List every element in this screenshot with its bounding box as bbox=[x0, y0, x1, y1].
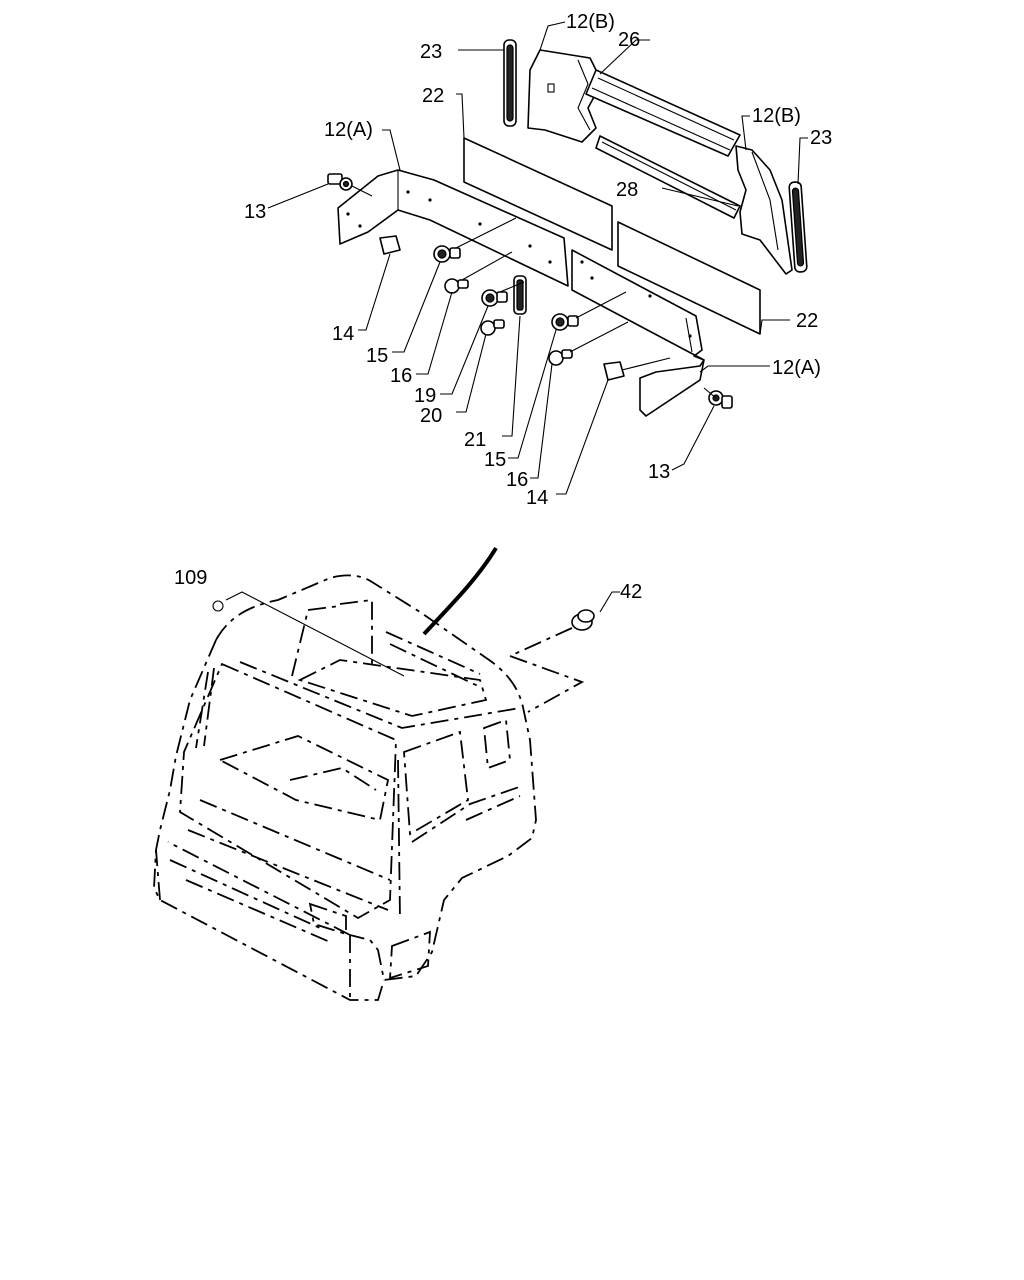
upper-deflector-panel bbox=[585, 69, 741, 157]
bolt-left bbox=[327, 173, 353, 191]
screw-center bbox=[480, 319, 505, 336]
callout-16-right: 16 bbox=[506, 469, 528, 491]
side-seal-strip-right bbox=[788, 181, 808, 273]
callout-14-right: 14 bbox=[526, 487, 548, 509]
leader-lines-upper bbox=[267, 21, 808, 495]
roof-plug-small bbox=[212, 600, 224, 612]
grommet-left bbox=[433, 245, 461, 263]
callout-14-left: 14 bbox=[332, 323, 354, 345]
callout-16-left: 16 bbox=[390, 365, 412, 387]
assembly-guide-lines bbox=[351, 185, 717, 399]
clip-left bbox=[379, 235, 401, 255]
callout-13-left: 13 bbox=[244, 201, 266, 223]
callout-28: 28 bbox=[616, 179, 638, 201]
side-bracket-a-left bbox=[337, 169, 569, 287]
side-seal-strip-left bbox=[503, 39, 517, 127]
callout-23-right: 23 bbox=[810, 127, 832, 149]
callout-23-left: 23 bbox=[420, 41, 442, 63]
grommet-right bbox=[551, 313, 579, 331]
cab-guide-lines bbox=[225, 591, 620, 713]
callout-42: 42 bbox=[620, 581, 642, 603]
callout-21: 21 bbox=[464, 429, 486, 451]
callout-12b-right: 12(B) bbox=[752, 105, 801, 127]
cab-outline bbox=[153, 574, 537, 1001]
cab-assembly bbox=[153, 546, 620, 1001]
corner-panel-b-right bbox=[735, 145, 793, 275]
screw-left bbox=[444, 278, 469, 294]
callout-22-lower: 22 bbox=[796, 310, 818, 332]
screw-right bbox=[548, 349, 573, 366]
roof-cable bbox=[422, 546, 498, 636]
callout-19: 19 bbox=[414, 385, 436, 407]
callout-22-upper: 22 bbox=[422, 85, 444, 107]
callout-26: 26 bbox=[618, 29, 640, 51]
air-deflector-assembly bbox=[267, 21, 808, 495]
small-seal-strip bbox=[513, 275, 527, 315]
callout-labels: 23 12(B) 26 22 12(A) 12(B) 23 13 28 22 1… bbox=[174, 11, 832, 603]
callout-109: 109 bbox=[174, 567, 207, 589]
side-bracket-a-right bbox=[571, 249, 705, 417]
clip-right bbox=[603, 361, 625, 381]
callout-20: 20 bbox=[420, 405, 442, 427]
seal-sheet-upper bbox=[463, 137, 613, 251]
bolt-right bbox=[708, 390, 733, 409]
grommet-center bbox=[481, 289, 508, 307]
callout-12a-right: 12(A) bbox=[772, 357, 821, 379]
callout-13-right: 13 bbox=[648, 461, 670, 483]
callout-12b-left: 12(B) bbox=[566, 11, 615, 33]
callout-15-left: 15 bbox=[366, 345, 388, 367]
callout-12a-left: 12(A) bbox=[324, 119, 373, 141]
callout-15-right: 15 bbox=[484, 449, 506, 471]
roof-plug-large bbox=[571, 609, 595, 631]
